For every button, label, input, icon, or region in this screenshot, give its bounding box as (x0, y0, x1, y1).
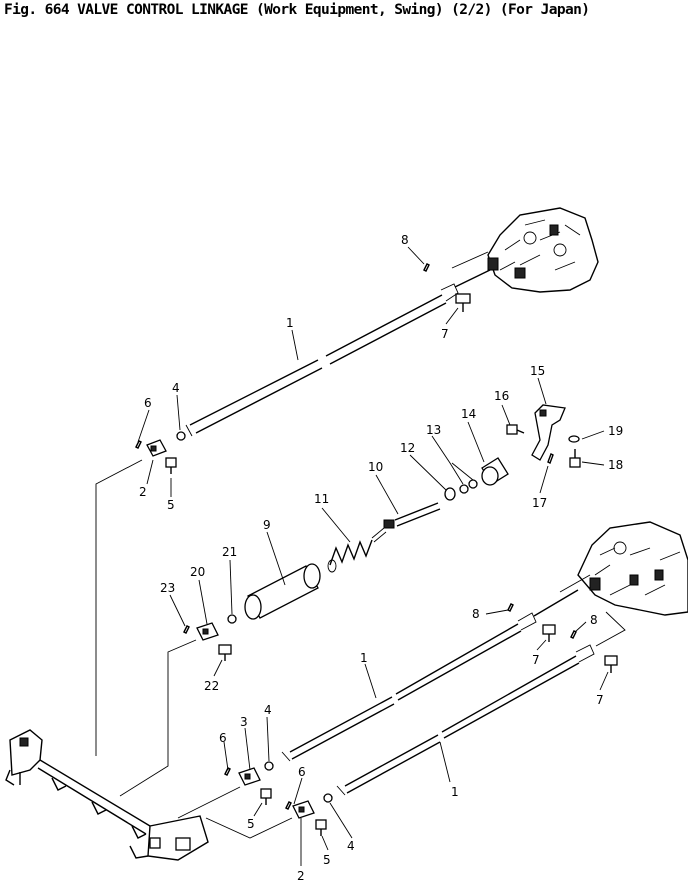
leader-line (451, 251, 489, 269)
callout: 6 (298, 765, 306, 779)
callout: 16 (494, 389, 509, 403)
callout: 13 (426, 423, 441, 437)
joint (238, 767, 261, 786)
bolt (542, 624, 556, 642)
callout: 23 (160, 581, 175, 595)
control-valve-upper (487, 207, 599, 293)
callout: 15 (530, 364, 545, 378)
rod-lower (336, 644, 595, 796)
callout: 11 (314, 492, 329, 506)
callout: 22 (204, 679, 219, 693)
callout: 10 (368, 460, 383, 474)
bolt (165, 457, 177, 474)
joint (292, 800, 315, 819)
callout: 4 (347, 839, 355, 853)
callout: 20 (190, 565, 205, 579)
nut (323, 793, 333, 803)
callout: 4 (172, 381, 180, 395)
callout: 12 (400, 441, 415, 455)
callout: 3 (240, 715, 248, 729)
callout-labels: 1 8 7 4 6 2 5 15 16 14 13 12 19 18 17 10… (139, 233, 623, 881)
leader-line (595, 611, 626, 647)
cotter-pin (507, 603, 514, 612)
callout: 4 (264, 703, 272, 717)
cotter-pin (423, 263, 430, 272)
cotter-pin (224, 767, 231, 776)
bracket (531, 404, 566, 461)
callout: 6 (219, 731, 227, 745)
callout: 17 (532, 496, 547, 510)
callout: 5 (247, 817, 255, 831)
leader-line (95, 459, 143, 756)
callout: 21 (222, 545, 237, 559)
nut (264, 761, 274, 771)
leader-line (119, 639, 197, 797)
bolt (315, 819, 327, 836)
callout: 1 (286, 316, 294, 330)
cotter-pin (285, 801, 292, 810)
leader-line (177, 786, 241, 819)
callout: 14 (461, 407, 476, 421)
nut (468, 479, 478, 489)
callout: 18 (608, 458, 623, 472)
callout: 8 (401, 233, 409, 247)
callout: 8 (590, 613, 598, 627)
bolt (569, 449, 581, 468)
callout: 6 (144, 396, 152, 410)
threaded-rod (371, 502, 441, 543)
lever-bracket (5, 729, 209, 861)
callout: 9 (263, 518, 271, 532)
joint (196, 622, 219, 641)
callout: 5 (323, 853, 331, 867)
washer (568, 435, 580, 443)
rod-middle (281, 589, 579, 762)
callout: 5 (167, 498, 175, 512)
callout: 2 (139, 485, 147, 499)
washer (444, 487, 456, 501)
nut (459, 484, 469, 494)
cotter-pin (135, 440, 142, 449)
leader-line (559, 574, 591, 593)
bolt (218, 644, 232, 661)
spring (327, 539, 373, 573)
callout: 2 (297, 869, 305, 881)
callout: 19 (608, 424, 623, 438)
bolt (604, 655, 618, 673)
control-valve-lower (577, 521, 688, 616)
tube (244, 563, 321, 620)
rod-upper (185, 269, 491, 437)
callout: 7 (441, 327, 449, 341)
leader-line (205, 817, 293, 839)
bolt (455, 293, 471, 312)
callout: 1 (360, 651, 368, 665)
callout: 8 (472, 607, 480, 621)
callout-leaders (137, 246, 609, 866)
joint (146, 439, 167, 457)
nut (227, 614, 237, 624)
bolt (260, 788, 272, 805)
collar (481, 457, 509, 486)
callout: 7 (596, 693, 604, 707)
cotter-pin (547, 453, 554, 464)
callout: 7 (532, 653, 540, 667)
bolt (506, 424, 525, 435)
callout: 1 (451, 785, 459, 799)
cotter-pin (570, 630, 577, 639)
nut (176, 431, 186, 441)
cotter-pin (183, 625, 190, 634)
figure-title: Fig. 664 VALVE CONTROL LINKAGE (Work Equ… (4, 2, 590, 18)
